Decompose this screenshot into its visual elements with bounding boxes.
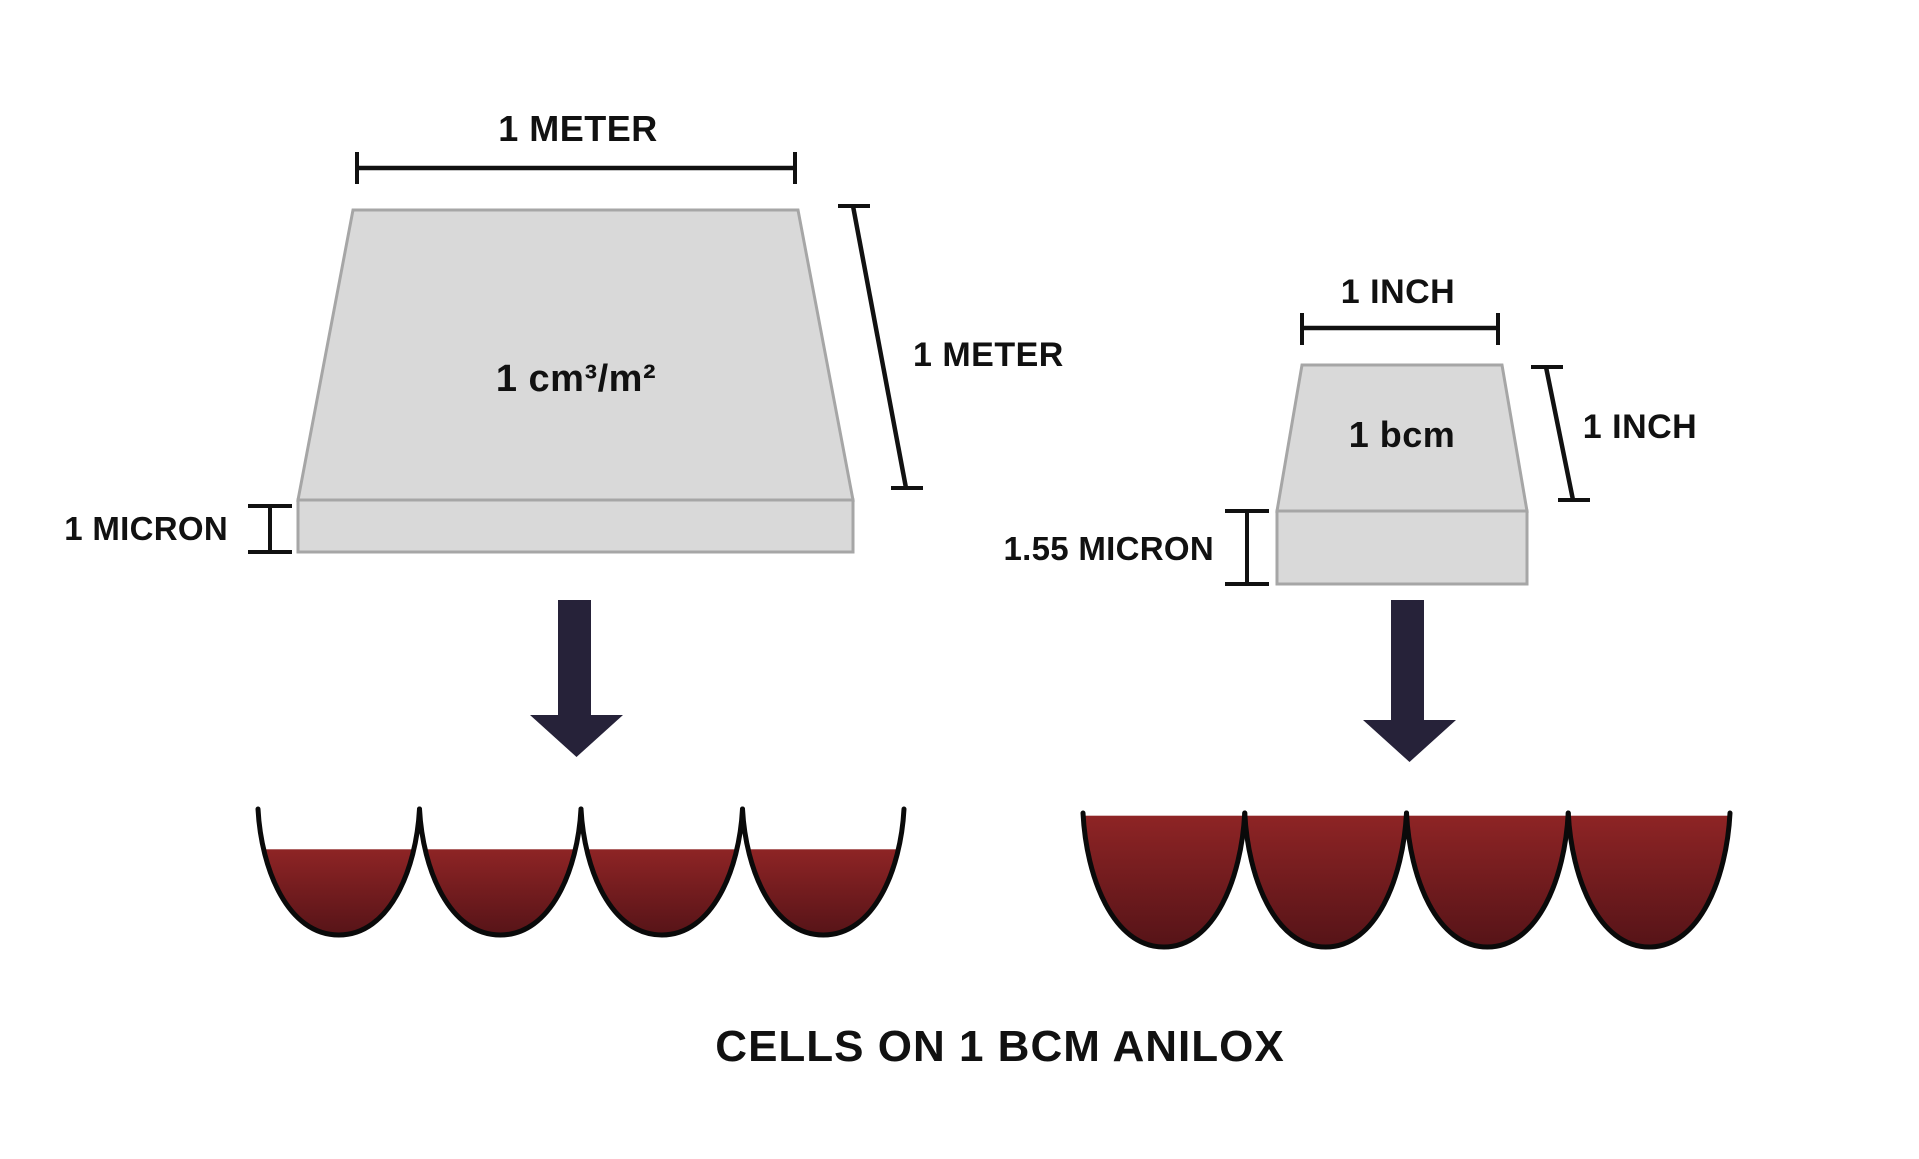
bcm-thickness-dimension <box>1225 509 1269 586</box>
metric-slab-figure: 1 METER 1 cm³/m² 1 METER 1 MICRON <box>64 108 1064 554</box>
anilox-cell <box>1565 810 1733 950</box>
ink-fill <box>1568 815 1730 947</box>
bcm-slab-figure: 1 INCH 1 bcm 1 INCH 1.55 MICRON <box>1003 273 1697 586</box>
anilox-cell <box>417 806 584 938</box>
metric-depth-dimension-line <box>838 204 923 490</box>
cell-outline <box>1404 810 1571 950</box>
ink-fill <box>1244 815 1407 947</box>
cell-outline <box>1565 810 1733 950</box>
bcm-depth-label: 1 INCH <box>1583 408 1697 446</box>
cell-outline <box>255 806 422 938</box>
bcm-volume-label: 1 bcm <box>1349 414 1456 455</box>
metric-slab-top-face <box>296 208 855 502</box>
metric-top-width-label: 1 METER <box>498 108 658 149</box>
anilox-cell <box>255 806 422 938</box>
anilox-cell <box>1242 810 1409 950</box>
cell-outline <box>578 806 745 938</box>
cell-outline <box>417 806 584 938</box>
bcm-slab-front-face <box>1275 509 1529 586</box>
anilox-cell <box>740 806 907 938</box>
metric-ink-cells-row <box>255 806 907 938</box>
metric-depth-label: 1 METER <box>913 336 1064 374</box>
bcm-down-arrow-icon <box>1363 600 1456 762</box>
diagram-caption: CELLS ON 1 BCM ANILOX <box>715 1022 1284 1071</box>
metric-thickness-label: 1 MICRON <box>64 510 228 547</box>
metric-volume-label: 1 cm³/m² <box>496 358 656 400</box>
cell-outline <box>740 806 907 938</box>
ink-fill <box>1083 815 1245 947</box>
bcm-depth-dimension-line <box>1531 365 1590 502</box>
ink-fill <box>1406 815 1569 947</box>
cell-outline <box>1080 810 1248 950</box>
bcm-ink-cells-row <box>1080 810 1733 950</box>
metric-top-dimension-line <box>355 152 797 184</box>
cell-outline <box>1242 810 1409 950</box>
metric-slab-front-face <box>296 498 855 554</box>
metric-down-arrow-icon <box>530 600 623 757</box>
anilox-cell <box>1080 810 1248 950</box>
anilox-cell <box>1404 810 1571 950</box>
metric-thickness-dimension <box>248 504 292 554</box>
bcm-top-dimension-line <box>1300 313 1500 345</box>
bcm-top-width-label: 1 INCH <box>1341 273 1455 311</box>
anilox-cell <box>578 806 745 938</box>
bcm-thickness-label: 1.55 MICRON <box>1003 530 1214 567</box>
